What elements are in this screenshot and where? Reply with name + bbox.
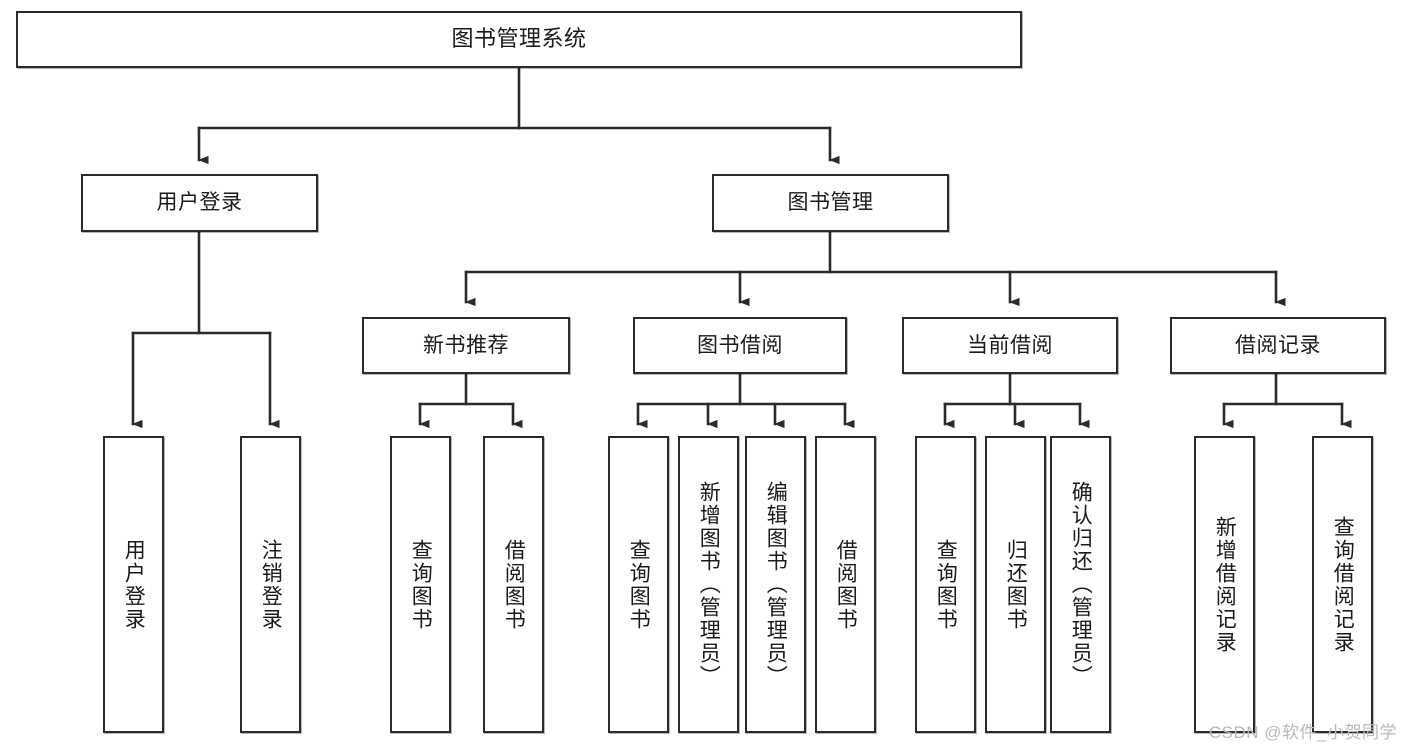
node-leaf-logout-login[interactable]: 注销登录 — [240, 436, 301, 733]
node-label: 新增借阅记录 — [1213, 515, 1237, 654]
node-label: 编辑图书（管理员） — [764, 481, 788, 688]
node-label: 归还图书 — [1004, 538, 1028, 631]
node-label: 借阅图书 — [834, 538, 858, 631]
node-leaf-confirm-return[interactable]: 确认归还（管理员） — [1050, 436, 1111, 733]
node-label: 借阅记录 — [1235, 333, 1321, 357]
node-label: 查询图书 — [627, 538, 651, 631]
node-label: 确认归还（管理员） — [1069, 481, 1093, 688]
node-label: 新增图书（管理员） — [697, 481, 721, 688]
node-book-management[interactable]: 图书管理 — [712, 174, 949, 232]
node-label: 查询图书 — [934, 538, 958, 631]
node-label: 借阅图书 — [502, 538, 526, 631]
node-leaf-user-login[interactable]: 用户登录 — [103, 436, 164, 733]
node-label: 图书借阅 — [697, 333, 783, 357]
node-leaf-query-book-1[interactable]: 查询图书 — [390, 436, 451, 733]
node-current-borrow[interactable]: 当前借阅 — [902, 317, 1118, 374]
node-label: 图书管理系统 — [451, 26, 587, 52]
watermark: CSDN @软件_小贺同学 — [1208, 723, 1397, 742]
node-leaf-query-book-3[interactable]: 查询图书 — [915, 436, 976, 733]
node-book-borrow[interactable]: 图书借阅 — [633, 317, 847, 374]
node-leaf-query-book-2[interactable]: 查询图书 — [608, 436, 669, 733]
node-leaf-borrow-book-2[interactable]: 借阅图书 — [815, 436, 876, 733]
node-leaf-edit-book[interactable]: 编辑图书（管理员） — [745, 436, 806, 733]
node-leaf-add-book[interactable]: 新增图书（管理员） — [678, 436, 739, 733]
node-label: 用户登录 — [156, 191, 243, 215]
node-new-book-recommend[interactable]: 新书推荐 — [362, 317, 570, 374]
node-leaf-add-record[interactable]: 新增借阅记录 — [1194, 436, 1255, 733]
node-label: 图书管理 — [787, 191, 874, 215]
node-user-login[interactable]: 用户登录 — [81, 174, 318, 232]
node-label: 查询借阅记录 — [1331, 515, 1355, 654]
node-leaf-query-record[interactable]: 查询借阅记录 — [1312, 436, 1373, 733]
node-label: 注销登录 — [259, 538, 283, 631]
node-label: 当前借阅 — [967, 333, 1053, 357]
node-label: 新书推荐 — [423, 333, 509, 357]
node-leaf-return-book[interactable]: 归还图书 — [985, 436, 1046, 733]
node-label: 用户登录 — [122, 538, 146, 631]
node-leaf-borrow-book-1[interactable]: 借阅图书 — [483, 436, 544, 733]
node-borrow-record[interactable]: 借阅记录 — [1170, 317, 1386, 374]
node-label: 查询图书 — [409, 538, 433, 631]
node-root-book-management-system[interactable]: 图书管理系统 — [16, 11, 1022, 68]
